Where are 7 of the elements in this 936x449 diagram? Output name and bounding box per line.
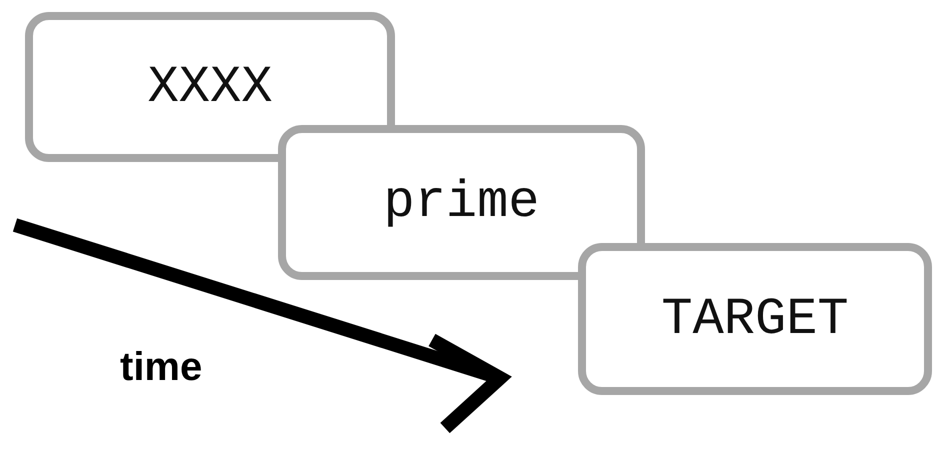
stimulus-screen [25, 12, 395, 162]
axis-label: time [120, 345, 202, 390]
stimulus-screen [278, 125, 645, 280]
stimulus-text: XXXX [148, 58, 272, 116]
stimulus-text: prime [383, 173, 540, 232]
stimulus-screen [578, 243, 932, 395]
stimulus-text: TARGET [661, 290, 849, 348]
